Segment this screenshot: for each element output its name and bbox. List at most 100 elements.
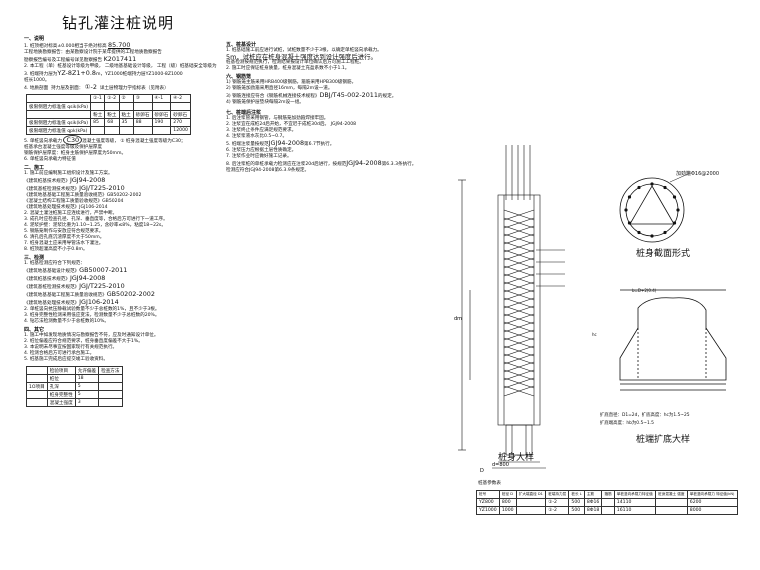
section-heading: 二、施工 xyxy=(24,165,45,171)
note-text: 桩基检测按规范执行，检测结果报设计单位确认后方可施工工程桩。 xyxy=(226,60,364,65)
table-cell: 8000 xyxy=(686,506,739,515)
section-heading: 六、钢筋笼 xyxy=(226,74,252,80)
table-cell: 检验项目 xyxy=(46,366,76,375)
left-notes: 一、说明 1. 桩顶相对标高±0.000相当于绝对标高 85.700 工程地质勘… xyxy=(24,36,224,407)
table-cell xyxy=(515,506,547,515)
note-text: 5. 钢筋笼制作与安放应符合规范要求。 xyxy=(24,229,104,234)
rebar-dot xyxy=(650,182,654,186)
table-cell xyxy=(25,110,92,119)
note-text: 3. 桩身完整性检测采用低应变法，检测数量不少于总桩数的20%。 xyxy=(24,313,160,318)
hatch-line xyxy=(503,369,535,381)
note-value: GB50202-2002 xyxy=(106,193,142,198)
note-text: 3. 桩端持力层为 xyxy=(24,72,58,77)
rebar-dot xyxy=(672,221,677,225)
table-cell xyxy=(151,126,172,135)
note-text: 5. 单桩竖向承载力 xyxy=(24,139,63,144)
hatch-line xyxy=(503,305,535,317)
note-value: GB50007-2011 xyxy=(79,266,128,274)
note-value: K2017411 xyxy=(103,55,137,63)
table-header-cell: ①-2 xyxy=(104,94,120,103)
note-text: 7. 桩身混凝土应采用导管法水下灌注。 xyxy=(24,241,104,246)
note-text: 《建筑地基处理技术规范》 xyxy=(24,301,80,306)
rebar-dot xyxy=(650,234,654,238)
section-heading: 一、说明 xyxy=(24,36,45,42)
table-cell: 极限端阻力标准值 qpk(kPa) xyxy=(25,126,92,135)
table-header-cell: 桩长 L xyxy=(568,490,585,499)
note-value: GB50204 xyxy=(102,199,124,204)
note-text: 5. 桩端注浆量按规范 xyxy=(226,142,269,147)
note-text: 《混凝土结构工程施工质量验收规范》 xyxy=(24,199,103,204)
note-text: 桩身混凝土强度等级为C30； xyxy=(125,139,186,144)
hatch-line xyxy=(503,209,535,221)
table-cell: 5 xyxy=(74,382,100,391)
table-cell: 16110 xyxy=(613,506,657,515)
table-cell: YZ800 xyxy=(476,498,500,507)
rebar-dot xyxy=(663,230,667,235)
table-row: 粉土粉土粘土砂卵石砂卵石砂卵石 xyxy=(25,110,191,119)
hatch-line xyxy=(503,345,535,357)
note-value: JGJ94-2008 xyxy=(69,176,106,184)
hatch-line xyxy=(503,353,535,365)
page-title: 钻孔灌注桩说明 xyxy=(62,14,175,32)
dim-label: D xyxy=(480,468,484,474)
table-cell xyxy=(104,102,120,111)
note-text: m，YZ1000桩端持力层 xyxy=(95,72,146,77)
hatch-line xyxy=(503,385,535,397)
table-cell: 粘土 xyxy=(118,110,134,119)
dim-label: d=800 xyxy=(492,462,509,468)
table-cell: 88 xyxy=(132,118,153,127)
note-text: 6. 清孔后孔底沉渣厚度不大于50mm。 xyxy=(24,235,105,240)
note-text: 《建筑基桩检测技术规范》 xyxy=(24,187,80,192)
table-cell: 砂卵石 xyxy=(151,110,172,119)
note-text: 3. 成孔时应检查孔径、孔深、垂直度等，合格后方可进行下一道工序。 xyxy=(24,217,168,222)
note-text: 1. 桩顶相对标高±0.000相当于绝对标高 xyxy=(24,44,107,49)
note-text: 4. 泥浆护壁：泥浆比重为1.10~1.25，含砂率≤8%，粘度18~22s。 xyxy=(24,223,166,228)
table-cell: 800 xyxy=(498,498,517,507)
table-cell: 18 xyxy=(74,374,100,383)
note-value: JGJ/T225-2010 xyxy=(79,282,125,290)
table-header-cell: ② xyxy=(118,94,134,103)
note-text: 5m，试桩应在桩身混凝土强度达到设计强度后进行。 xyxy=(226,53,377,61)
note-text: 桩长1000。 xyxy=(24,78,50,83)
table-cell xyxy=(98,390,123,399)
note-text: 第6.3.9条规定。 xyxy=(274,168,310,173)
table-cell: 190 xyxy=(151,118,172,127)
table-cell xyxy=(132,126,153,135)
table-cell xyxy=(118,126,134,135)
dim-label: b=D+2(0.4) xyxy=(632,288,657,293)
table-cell xyxy=(98,374,123,383)
note-value: C30 xyxy=(63,135,83,145)
table-cell xyxy=(98,382,123,391)
note-text: 《建筑地基基础设计规范》 xyxy=(24,269,80,274)
hatch-line xyxy=(503,241,535,253)
note-text: 4. 钻芯法检测数量不少于总桩数的10%。 xyxy=(24,319,109,324)
pile-table-title: 桩基参数表 xyxy=(478,481,501,486)
table-cell xyxy=(98,398,123,407)
note-value: YZ-8Z1+0.8 xyxy=(57,69,96,77)
table-cell: 85 xyxy=(90,118,106,127)
table-cell: 极限侧阻力标准值 qsik(kPa) xyxy=(25,102,92,111)
hatch-line xyxy=(503,257,535,269)
table-cell: 68 xyxy=(104,118,120,127)
note-text: 二级地基基础设计等级， xyxy=(104,64,156,69)
mid-notes: 五、桩基设计 1. 桩基础施工前应进行试桩，试桩数量不少于3根，以确定单桩竖向承… xyxy=(226,42,436,174)
note-value: ① xyxy=(120,139,125,144)
note-text: 检测应符合 xyxy=(226,168,249,173)
hatch-line xyxy=(503,313,535,325)
table-cell: 270 xyxy=(170,118,191,127)
table-header-cell xyxy=(25,94,92,103)
table-cell xyxy=(26,390,48,399)
rebar-dot xyxy=(676,208,680,212)
note-text: 6. 注浆压力应根据土层性质确定。 xyxy=(226,148,297,153)
table-cell xyxy=(601,506,615,515)
table-header-cell: 桩号 xyxy=(476,490,500,499)
note-text: 2. 施工时应保证桩身质量，桩身混凝土充盈系数不小于1.1。 xyxy=(226,66,350,71)
note-value: DBJ/T45-002-2011 xyxy=(319,91,378,99)
rebar-dot xyxy=(637,230,641,235)
note-text: 6. 单桩竖向承载力特征值 xyxy=(24,157,76,162)
